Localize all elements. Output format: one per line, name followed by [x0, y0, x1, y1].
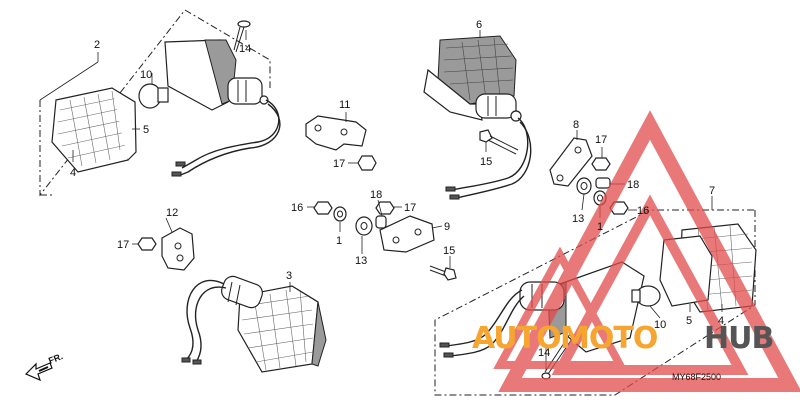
callout-16a: 16	[291, 202, 303, 214]
collar-1-a	[333, 206, 347, 222]
callout-15a: 15	[443, 245, 455, 257]
socket-left	[227, 77, 263, 105]
diagram-code: MY68F2500	[672, 372, 721, 382]
wire-rear-left	[185, 279, 225, 361]
watermark-triangle-left	[493, 246, 627, 369]
callout-13a: 13	[355, 255, 367, 267]
bolt-15-a	[429, 265, 457, 281]
front-right-turn-signal	[423, 35, 532, 200]
front-direction-arrow: FR.	[24, 351, 64, 382]
watermark-text-moto: MOTO	[560, 321, 657, 356]
watermark-text-auto: AUTO	[472, 321, 561, 356]
gasket-left	[111, 87, 137, 161]
callout-12: 12	[166, 207, 178, 219]
wire-front-right	[451, 117, 529, 191]
callout-17c: 17	[404, 202, 416, 214]
frame-right-turn-signal	[434, 209, 756, 396]
callout-17d: 17	[595, 134, 607, 146]
grommet-13-b	[576, 177, 592, 195]
callout-11: 11	[339, 99, 350, 111]
collar-18-a	[375, 215, 387, 229]
callout-10a: 10	[140, 69, 152, 81]
callout-1a: 1	[336, 235, 342, 247]
callout-14a: 14	[239, 43, 251, 55]
frame-left-turn-signal	[184, 9, 271, 88]
callout-5a: 5	[143, 124, 149, 136]
collar-18-b	[595, 177, 611, 189]
callout-18b: 18	[627, 179, 639, 191]
bolt-15-b	[479, 129, 519, 155]
callout-16b: 16	[637, 205, 649, 217]
nut-17-a	[357, 155, 377, 171]
screw-14-left	[233, 20, 251, 53]
callout-7: 7	[709, 185, 715, 197]
front-direction-label: FR.	[47, 351, 64, 366]
bracket-9	[379, 215, 435, 253]
rear-left-turn-signal	[181, 275, 327, 373]
callout-5b: 5	[686, 315, 692, 327]
housing-front-right	[423, 68, 483, 121]
watermark-triangle-inner	[551, 194, 749, 375]
callout-2: 2	[94, 39, 100, 51]
callout-15b: 15	[480, 156, 492, 168]
grommet-13-a	[355, 216, 373, 236]
callout-3: 3	[286, 270, 292, 282]
watermark-text-hub: HUB	[704, 321, 773, 356]
socket-rear-left	[221, 275, 263, 309]
watermark-triangle-outer	[498, 110, 800, 392]
callout-4b: 4	[718, 315, 724, 327]
callout-9: 9	[444, 221, 450, 233]
callout-13b: 13	[572, 213, 584, 225]
callout-4a: 4	[70, 167, 76, 179]
left-turn-signal-assembly	[51, 20, 281, 177]
callout-8: 8	[573, 119, 579, 131]
bracket-11	[305, 115, 367, 151]
callout-17a: 17	[333, 158, 345, 170]
callout-18a: 18	[370, 189, 382, 201]
lens-left-pattern	[57, 90, 127, 167]
callout-10b: 10	[654, 319, 666, 331]
callout-1b: 1	[597, 221, 603, 233]
front-arrow-icon	[24, 362, 53, 382]
nut-17-b	[137, 237, 157, 251]
nut-16-a	[313, 201, 333, 215]
callout-6: 6	[476, 19, 482, 31]
callout-14b: 14	[538, 347, 550, 359]
nut-17-d	[591, 157, 611, 171]
wire-left	[181, 99, 280, 169]
callout-17b: 17	[117, 239, 129, 251]
watermark	[493, 110, 800, 392]
wire-rear-right	[445, 289, 523, 347]
